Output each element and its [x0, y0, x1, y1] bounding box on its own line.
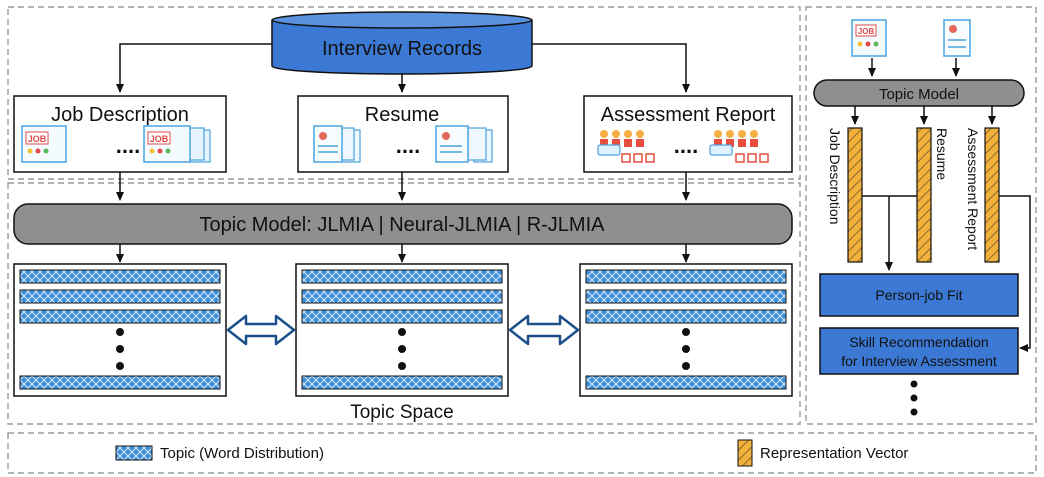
topic-bar — [585, 289, 787, 304]
job-description-label: Job Description — [51, 104, 189, 126]
topic-bar — [19, 289, 221, 304]
legend-vector-swatch — [737, 439, 753, 467]
application-region-border — [805, 6, 1037, 425]
interview-records-label: Interview Records — [322, 38, 482, 60]
legend-topic-label: Topic (Word Distribution) — [160, 445, 324, 462]
more-tasks-dots — [910, 380, 918, 416]
interview-records-database: Interview Records — [271, 11, 533, 75]
job-document-icon: JOB — [143, 125, 211, 163]
topic-bar — [19, 269, 221, 284]
assessment-report-label: Assessment Report — [601, 104, 776, 126]
job-posting-icon: JOB — [851, 19, 887, 57]
topic-matrix-assessment — [579, 263, 793, 397]
skill-recommendation-box: Skill Recommendation for Interview Asses… — [819, 327, 1019, 375]
job-icon-text: JOB — [150, 134, 169, 144]
person-job-fit-box: Person-job Fit — [819, 273, 1019, 317]
bidirectional-arrow-icon — [508, 314, 580, 346]
vector-label-job: Job Description — [827, 128, 843, 225]
topic-region-border — [7, 182, 801, 425]
topic-bar — [301, 269, 503, 284]
topic-matrix-resume — [295, 263, 509, 397]
assessment-people-icon — [597, 130, 655, 163]
source-box-assessment-report: Assessment Report .... — [583, 95, 793, 173]
topic-bar — [585, 375, 787, 390]
data-region-border — [7, 6, 801, 180]
resume-document-icon — [435, 125, 493, 163]
topic-bar — [19, 309, 221, 324]
representation-vector-job — [847, 127, 863, 263]
topic-bar — [585, 309, 787, 324]
topic-bar — [301, 289, 503, 304]
bidirectional-arrow-icon — [226, 314, 296, 346]
vector-label-assessment: Assessment Report — [965, 128, 981, 250]
job-icon-text: JOB — [28, 134, 47, 144]
resume-icon — [943, 19, 971, 57]
topic-bar — [301, 375, 503, 390]
topic-matrix-job — [13, 263, 227, 397]
person-job-fit-label: Person-job Fit — [875, 287, 962, 303]
model-to-vectors-arrows — [851, 106, 996, 125]
skill-recommendation-line2: for Interview Assessment — [841, 353, 997, 369]
records-to-sources-arrows — [116, 43, 690, 93]
legend-region-border — [7, 432, 1037, 474]
topic-space-label: Topic Space — [350, 402, 454, 423]
ellipsis: .... — [674, 133, 698, 158]
source-box-resume: Resume .... — [297, 95, 509, 173]
source-box-job-description: Job Description JOB .... JOB — [13, 95, 227, 173]
topic-model-bar: Topic Model: JLMIA | Neural-JLMIA | R-JL… — [13, 203, 793, 245]
job-document-icon: JOB — [21, 125, 67, 163]
vector-label-resume: Resume — [934, 128, 950, 180]
skill-recommendation-line1: Skill Recommendation — [849, 334, 988, 350]
job-icon-text: JOB — [858, 27, 875, 36]
legend-vector-label: Representation Vector — [760, 445, 908, 462]
resume-document-icon — [313, 125, 361, 163]
representation-vector-assessment — [984, 127, 1000, 263]
ellipsis: .... — [116, 133, 140, 158]
topic-bar — [19, 375, 221, 390]
assessment-people-icon — [709, 130, 769, 163]
legend-topic-swatch — [115, 445, 153, 461]
right-topic-model-bar: Topic Model — [813, 79, 1025, 107]
ellipsis: .... — [396, 133, 420, 158]
resume-label: Resume — [365, 104, 439, 126]
topic-bar — [301, 309, 503, 324]
model-to-topics-arrows — [116, 244, 690, 263]
vectors-to-tasks-lines — [862, 195, 1031, 352]
right-topic-model-label: Topic Model — [879, 86, 959, 103]
topic-bar — [585, 269, 787, 284]
topic-model-label: Topic Model: JLMIA | Neural-JLMIA | R-JL… — [200, 214, 606, 236]
representation-vector-resume — [916, 127, 932, 263]
sources-to-model-arrows — [116, 172, 690, 201]
